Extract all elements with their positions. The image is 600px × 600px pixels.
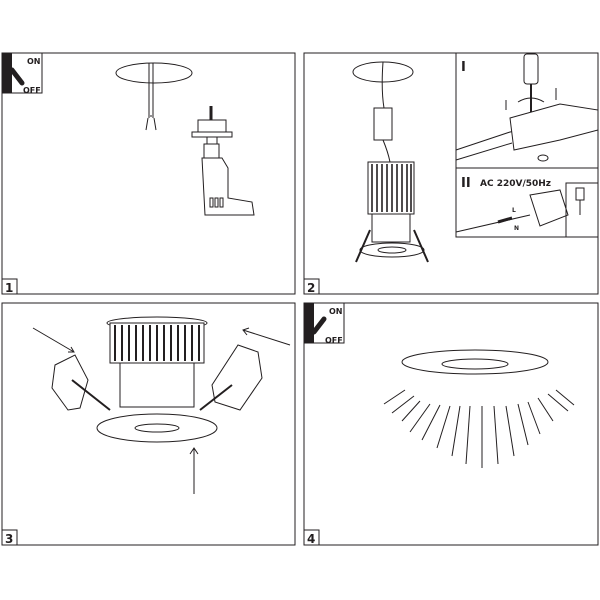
downlight-fixture-icon	[355, 161, 429, 263]
step-number-3: 3	[5, 532, 13, 546]
hand-pressing-spring-left-icon	[51, 354, 111, 411]
switch-on-label: ON	[329, 307, 343, 316]
power-switch-on: ON OFF	[303, 302, 345, 345]
power-switch-off: ON OFF	[1, 52, 43, 95]
voltage-label: AC 220V/50Hz	[480, 179, 551, 189]
panel-1: ON OFF 1	[1, 52, 296, 295]
terminal-block-icon	[455, 182, 599, 238]
switch-off-label: OFF	[23, 86, 41, 95]
inset-step-1-label: I	[461, 60, 466, 75]
panel-3: 3	[1, 302, 296, 546]
push-arrows-icon	[32, 327, 291, 494]
inset-step-2-label: II	[461, 176, 471, 191]
switch-off-label: OFF	[325, 336, 343, 345]
live-wire-label: L	[512, 207, 516, 214]
step-number-4: 4	[307, 532, 315, 546]
switch-on-label: ON	[27, 57, 41, 66]
ceiling-hole-icon	[352, 61, 414, 109]
panel-2: I II AC 220V/50Hz L N	[303, 52, 599, 295]
wiring-inset: I II AC 220V/50Hz L N	[455, 52, 599, 238]
installed-downlight-icon	[401, 349, 549, 375]
driver-box-icon	[373, 107, 393, 163]
step-number-1: 1	[5, 281, 13, 295]
step-number-2: 2	[307, 281, 315, 295]
panel-4: ON OFF 4	[303, 302, 599, 546]
neutral-wire-label: N	[514, 225, 519, 232]
downlight-fixture-icon	[96, 316, 218, 443]
hand-pressing-spring-right-icon	[199, 344, 263, 411]
ceiling-hole-icon	[115, 62, 193, 131]
drill-with-hole-saw-icon	[191, 106, 255, 216]
light-rays-icon	[383, 389, 575, 468]
